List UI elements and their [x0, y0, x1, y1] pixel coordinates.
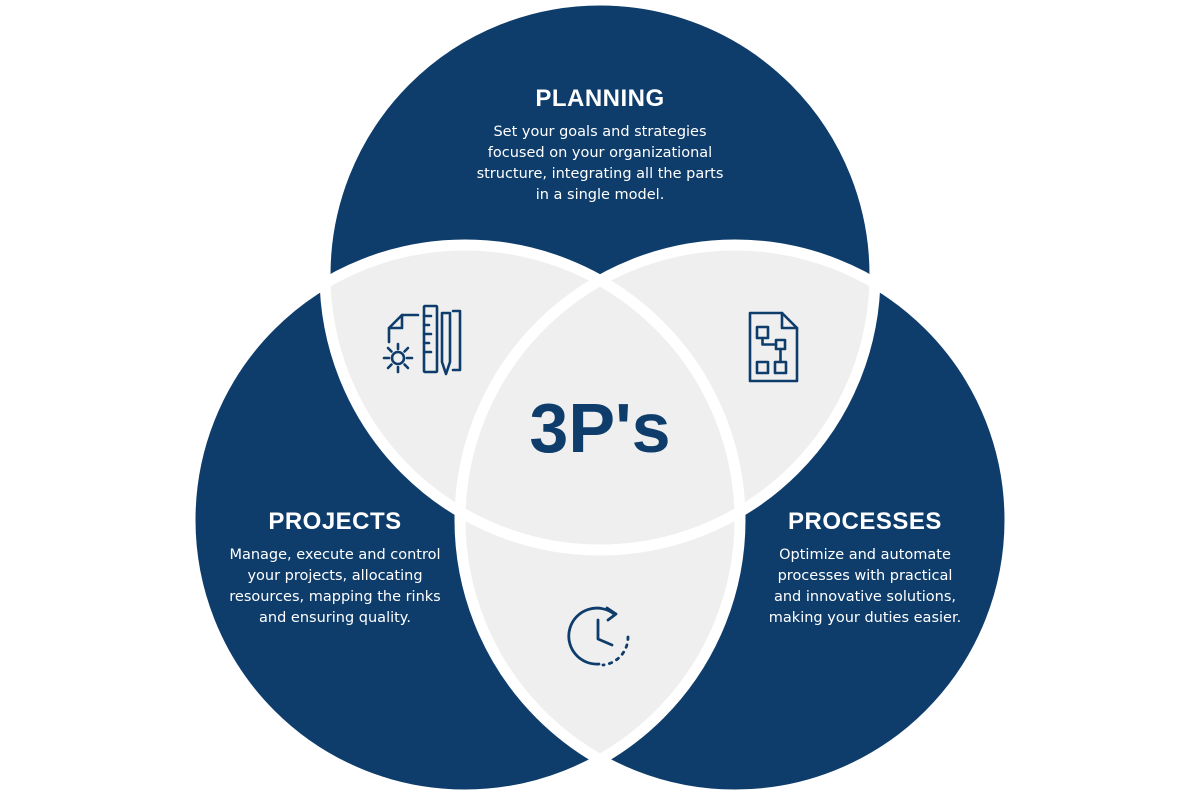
- processes-description: Optimize and automate processes with pra…: [768, 547, 962, 627]
- projects-description: Manage, execute and control your project…: [229, 547, 441, 627]
- blueprint-gear-ruler-icon: [382, 304, 462, 376]
- center-label-3ps: 3P's: [529, 389, 671, 467]
- outline-planning: [319, 0, 881, 556]
- planning-title: PLANNING: [535, 85, 665, 112]
- process-document-icon: [748, 311, 799, 383]
- planning-description: Set your goals and strategies focused on…: [476, 124, 724, 204]
- planning-text-block: PLANNING Set your goals and strategies f…: [430, 85, 770, 206]
- outline-projects: [184, 239, 746, 801]
- processes-title: PROCESSES: [788, 508, 942, 535]
- projects-text-block: PROJECTS Manage, execute and control you…: [190, 508, 480, 629]
- projects-title: PROJECTS: [268, 508, 402, 535]
- outline-processes: [454, 239, 1016, 801]
- clock-history-icon: [567, 606, 630, 667]
- processes-text-block: PROCESSES Optimize and automate processe…: [715, 508, 1015, 629]
